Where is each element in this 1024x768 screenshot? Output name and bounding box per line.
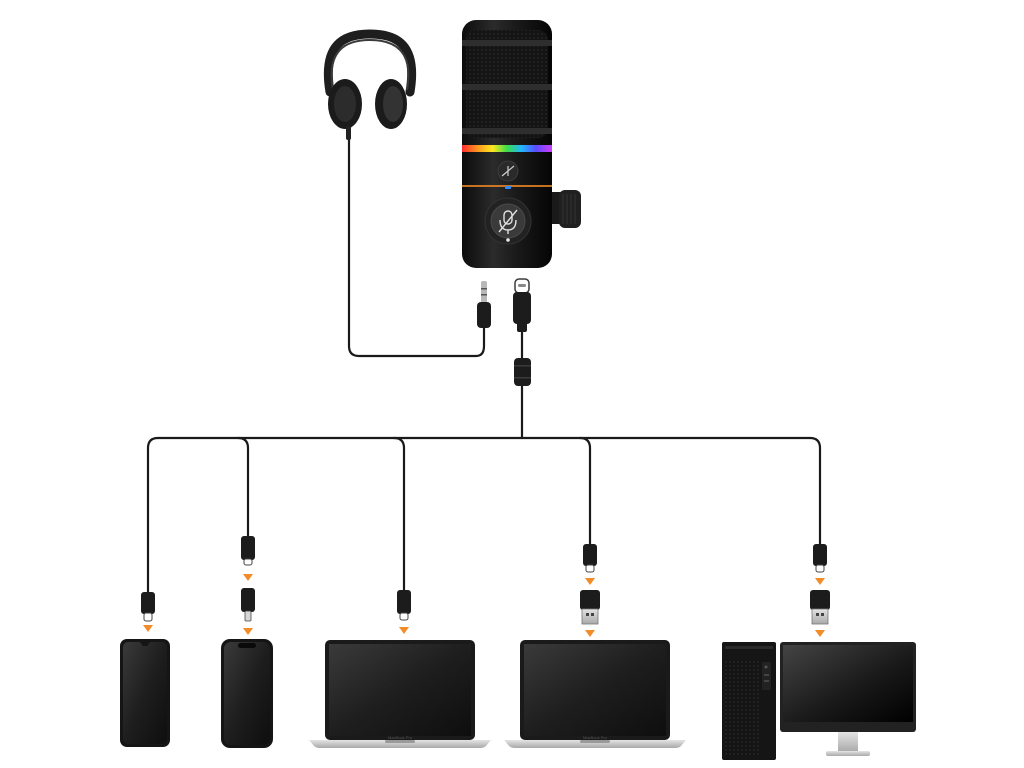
audio-jack-3-5mm <box>477 281 491 328</box>
gain-knob-icon <box>497 160 519 182</box>
headband <box>323 29 417 97</box>
laptop-usb-a: MacBook Pro <box>504 640 686 748</box>
branch-iphone <box>236 436 250 542</box>
headphone-cable <box>347 136 486 358</box>
branch-laptop-2 <box>578 436 592 548</box>
connector-laptop-usb-c <box>397 590 411 634</box>
laptop-brand-label: MacBook Pro <box>583 735 608 740</box>
usb-microphone <box>462 20 581 268</box>
pc-tower <box>722 642 776 760</box>
laptop-brand-label: MacBook Pro <box>388 735 413 740</box>
cable-network <box>146 136 822 599</box>
rgb-light-ring <box>462 145 552 152</box>
ferrite-core <box>514 358 531 386</box>
usb-c-plug <box>513 278 531 332</box>
connector-android-usb-c <box>141 592 155 632</box>
laptop-usb-c: MacBook Pro <box>309 640 491 748</box>
desktop-pc <box>722 642 916 760</box>
distribution-bus <box>146 436 822 599</box>
connector-desktop-usb-a <box>810 544 830 637</box>
status-led <box>505 186 511 189</box>
side-mount-knob <box>552 190 581 228</box>
mute-mic-icon <box>484 197 532 245</box>
desktop-monitor <box>780 642 916 756</box>
headphones <box>323 29 417 140</box>
iphone <box>221 639 273 748</box>
connector-laptop-usb-a <box>580 544 600 637</box>
connector-iphone-lightning <box>241 536 255 635</box>
android-phone <box>120 639 170 747</box>
branch-laptop-1 <box>392 436 406 594</box>
